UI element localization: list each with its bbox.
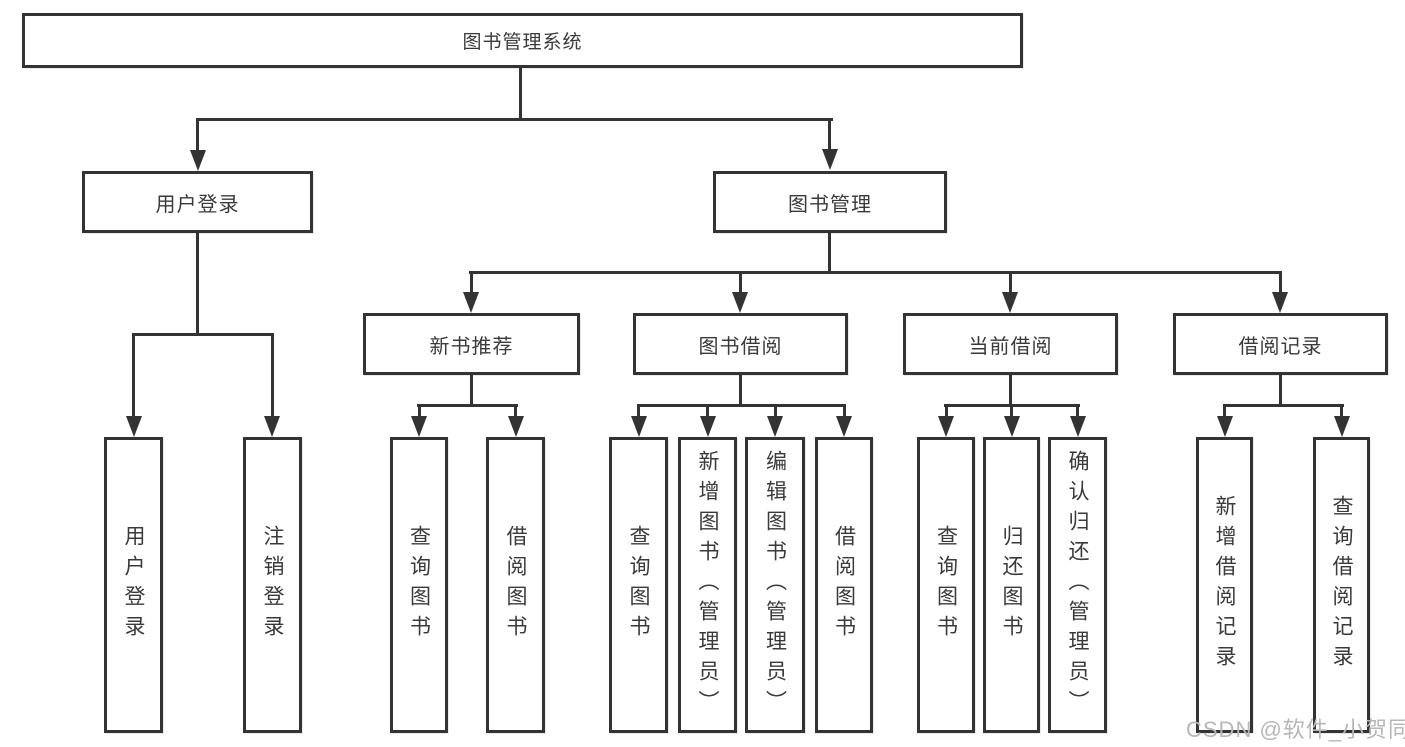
node-label: 图书管理 <box>788 193 872 216</box>
arrow-down-icon <box>1217 416 1233 437</box>
connector-mgmt-horizontal <box>469 271 1282 274</box>
node-label: 新增图书（管理员） <box>696 450 720 720</box>
leaf-query-book-borrow: 查询图书 <box>609 437 668 733</box>
connector-mgmt-vertical <box>828 233 831 274</box>
connector-stem-leaf <box>1340 404 1343 418</box>
node-label: 图书借阅 <box>698 335 783 358</box>
node-new-book-recommend: 新书推荐 <box>363 313 580 375</box>
connector-stem-leaf <box>706 404 709 418</box>
arrow-down-icon <box>700 416 716 437</box>
connector-group-vertical <box>1009 375 1012 407</box>
connector-group-vertical <box>1279 375 1282 407</box>
connector-group-horizontal <box>1223 404 1344 407</box>
node-label: 查询图书 <box>627 525 651 645</box>
leaf-borrow-book-newbook: 借阅图书 <box>486 437 545 733</box>
node-label: 查询借阅记录 <box>1330 495 1354 675</box>
arrow-down-icon <box>190 150 206 171</box>
connector-stem-leaf <box>132 333 135 419</box>
arrow-down-icon <box>508 416 524 437</box>
connector-stem-leaf <box>1010 404 1013 418</box>
connector-root-horizontal <box>196 118 833 121</box>
node-label: 用户登录 <box>155 193 240 216</box>
connector-stem-book-management <box>828 118 831 153</box>
connector-stem-leaf <box>1223 404 1226 418</box>
node-library-management-system: 图书管理系统 <box>22 13 1023 68</box>
node-book-borrow: 图书借阅 <box>633 313 848 375</box>
arrow-down-icon <box>411 416 427 437</box>
leaf-confirm-return-admin: 确认归还（管理员） <box>1048 437 1107 733</box>
connector-stem-leaf <box>271 333 274 419</box>
arrow-down-icon <box>1334 416 1350 437</box>
leaf-edit-book-admin: 编辑图书（管理员） <box>745 437 805 733</box>
arrow-down-icon <box>938 416 954 437</box>
connector-stem-borrow-record <box>1279 271 1282 295</box>
node-label: 编辑图书（管理员） <box>763 450 787 720</box>
leaf-borrow-book: 借阅图书 <box>815 437 873 733</box>
node-label: 借阅图书 <box>832 525 856 645</box>
connector-group-horizontal <box>417 404 518 407</box>
arrow-down-icon <box>631 416 647 437</box>
connector-stem-leaf <box>945 404 948 418</box>
node-book-management: 图书管理 <box>713 171 947 233</box>
node-label: 注销登录 <box>261 525 285 645</box>
node-label: 确认归还（管理员） <box>1066 450 1090 720</box>
arrow-down-icon <box>463 292 479 313</box>
connector-group-horizontal <box>637 404 846 407</box>
leaf-add-book-admin: 新增图书（管理员） <box>678 437 737 733</box>
arrow-down-icon <box>732 292 748 313</box>
arrow-down-icon <box>1004 416 1020 437</box>
connector-group-vertical <box>739 375 742 407</box>
leaf-query-borrow-record: 查询借阅记录 <box>1313 437 1370 733</box>
leaf-add-borrow-record: 新增借阅记录 <box>1196 437 1253 733</box>
arrow-down-icon <box>1070 416 1086 437</box>
arrow-down-icon <box>1002 292 1018 313</box>
connector-stem-book-borrow <box>739 271 742 295</box>
connector-stem-leaf <box>1076 404 1079 418</box>
node-label: 新增借阅记录 <box>1213 495 1237 675</box>
leaf-query-book-newbook: 查询图书 <box>390 437 448 733</box>
node-label: 用户登录 <box>122 525 146 645</box>
arrow-down-icon <box>836 416 852 437</box>
node-label: 借阅记录 <box>1238 335 1323 358</box>
leaf-user-login: 用户登录 <box>104 437 163 733</box>
connector-root-vertical <box>519 67 522 120</box>
connector-stem-user-login <box>196 118 199 154</box>
connector-stem-leaf <box>774 404 777 418</box>
csdn-watermark: CSDN @软件_小贺同学 <box>1186 717 1405 742</box>
connector-stem-leaf <box>418 404 421 418</box>
node-label: 借阅图书 <box>504 525 528 645</box>
connector-stem-leaf <box>637 404 640 418</box>
node-label: 当前借阅 <box>968 335 1053 358</box>
arrow-down-icon <box>767 416 783 437</box>
arrow-down-icon <box>126 416 142 437</box>
node-label: 图书管理系统 <box>462 32 583 53</box>
leaf-query-book-current: 查询图书 <box>917 437 975 733</box>
arrow-down-icon <box>822 149 838 170</box>
connector-user-vertical <box>196 233 199 336</box>
node-user-login: 用户登录 <box>82 171 313 233</box>
arrow-down-icon <box>1272 292 1288 313</box>
leaf-return-book: 归还图书 <box>983 437 1040 733</box>
node-label: 查询图书 <box>934 525 958 645</box>
arrow-down-icon <box>264 416 280 437</box>
node-current-borrow: 当前借阅 <box>903 313 1118 375</box>
connector-stem-leaf <box>843 404 846 418</box>
node-label: 查询图书 <box>407 525 431 645</box>
node-borrow-record: 借阅记录 <box>1173 313 1388 375</box>
connector-group-vertical <box>470 375 473 407</box>
node-label: 归还图书 <box>1000 525 1024 645</box>
connector-stem-current-borrow <box>1009 271 1012 295</box>
node-label: 新书推荐 <box>429 335 514 358</box>
connector-user-horizontal <box>132 333 274 336</box>
connector-stem-leaf <box>514 404 517 418</box>
connector-stem-new-book <box>470 271 473 295</box>
leaf-logout: 注销登录 <box>243 437 302 733</box>
